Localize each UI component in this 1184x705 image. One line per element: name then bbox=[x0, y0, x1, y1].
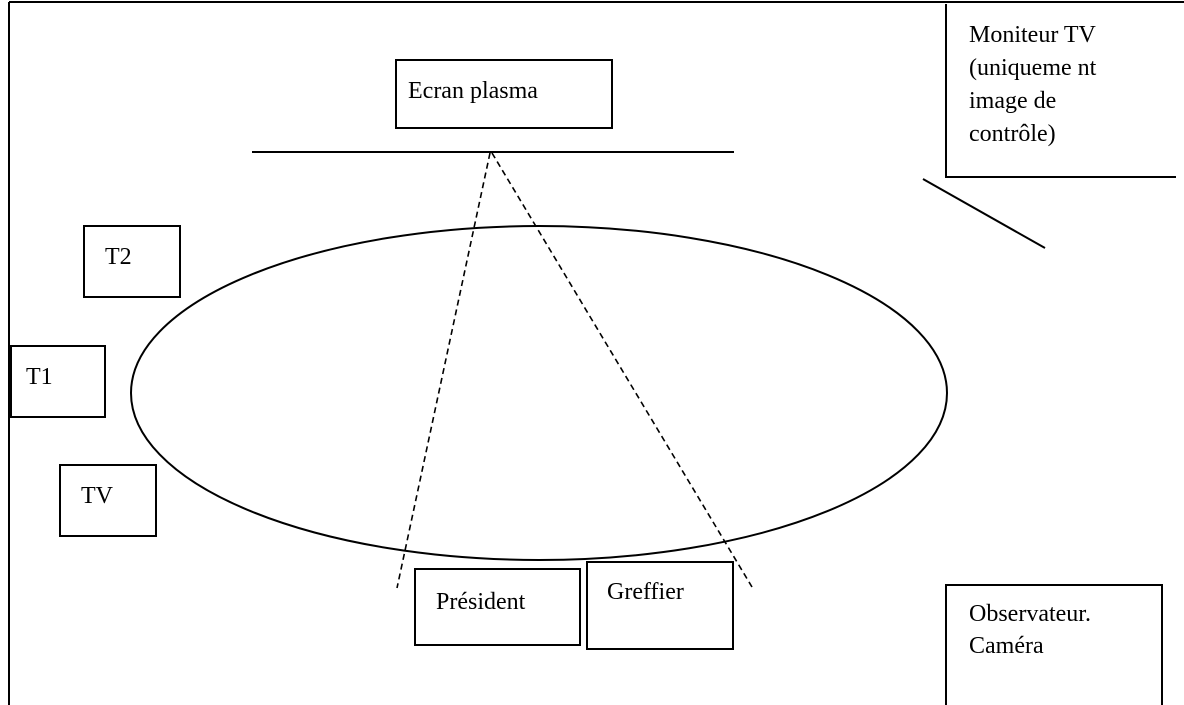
seat-t2: T2 bbox=[83, 225, 181, 298]
observer-camera-label: Observateur. Caméra bbox=[969, 601, 1091, 660]
sight-line-president bbox=[396, 152, 491, 589]
seat-president-label: Président bbox=[436, 589, 526, 615]
sight-line-greffier bbox=[491, 152, 753, 588]
seat-t1: T1 bbox=[10, 345, 106, 418]
seat-greffier-label: Greffier bbox=[607, 579, 684, 605]
tv-monitor-label: Moniteur TV (uniqueme nt image de contrô… bbox=[969, 22, 1097, 147]
plasma-screen-box: Ecran plasma bbox=[395, 59, 613, 129]
seat-t2-label: T2 bbox=[105, 244, 132, 270]
seat-tv: TV bbox=[59, 464, 157, 537]
tv-monitor-line bbox=[922, 178, 1046, 249]
plasma-screen-label: Ecran plasma bbox=[408, 78, 538, 104]
seat-t1-label: T1 bbox=[26, 364, 53, 390]
seat-tv-label: TV bbox=[81, 483, 113, 509]
observer-camera-box: Observateur. Caméra bbox=[945, 584, 1163, 705]
conference-table bbox=[130, 225, 948, 561]
seat-president: Président bbox=[414, 568, 581, 646]
tv-monitor-box: Moniteur TV (uniqueme nt image de contrô… bbox=[945, 4, 1176, 178]
seat-greffier: Greffier bbox=[586, 561, 734, 650]
